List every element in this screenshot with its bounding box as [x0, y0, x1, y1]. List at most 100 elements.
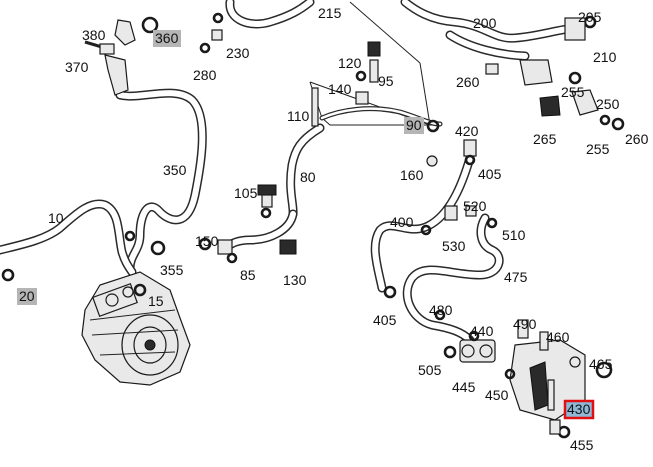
callout-80[interactable]: 80	[300, 169, 316, 185]
hose-350[interactable]	[115, 88, 207, 273]
callout-455[interactable]: 455	[570, 437, 594, 453]
callout-label[interactable]: 355	[160, 262, 184, 278]
valve-95[interactable]	[369, 59, 379, 83]
callout-label[interactable]: 400	[390, 214, 414, 230]
callout-label[interactable]: 260	[456, 74, 480, 90]
callout-label[interactable]: 520	[463, 198, 487, 214]
callout-475[interactable]: 475	[504, 269, 528, 285]
sensor-265[interactable]	[539, 95, 561, 117]
valve-block-445[interactable]	[459, 339, 496, 363]
callout-230[interactable]: 230	[226, 45, 250, 61]
o-ring-140[interactable]	[355, 70, 367, 82]
callout-445[interactable]: 445	[452, 379, 476, 395]
o-ring-15[interactable]	[133, 283, 147, 297]
callout-label[interactable]: 80	[300, 169, 316, 185]
valve-370[interactable]	[84, 40, 115, 55]
sensor-120[interactable]	[367, 41, 381, 57]
o-ring-150[interactable]	[198, 237, 212, 251]
callout-440[interactable]: 440	[470, 323, 494, 339]
callout-label[interactable]: 105	[234, 185, 258, 201]
callout-400[interactable]: 400	[390, 214, 414, 230]
fitting-260[interactable]	[485, 63, 499, 75]
callout-label[interactable]: 265	[533, 131, 557, 147]
callout-label[interactable]: 95	[378, 73, 394, 89]
fitting-455[interactable]	[549, 419, 561, 435]
callout-355[interactable]: 355	[160, 262, 184, 278]
o-ring-85[interactable]	[226, 252, 238, 264]
callout-label[interactable]: 405	[478, 166, 502, 182]
callout-label[interactable]: 255	[561, 84, 585, 100]
callout-label[interactable]: 210	[593, 49, 617, 65]
o-ring-510[interactable]	[486, 217, 498, 229]
callout-110[interactable]: 110	[287, 108, 310, 124]
callout-350[interactable]: 350	[163, 162, 187, 178]
callout-label[interactable]: 130	[283, 272, 307, 288]
callout-label[interactable]: 505	[418, 362, 442, 378]
callout-label[interactable]: 445	[452, 379, 476, 395]
callout-label[interactable]: 440	[470, 323, 494, 339]
callout-label[interactable]: 15	[148, 293, 164, 309]
callout-255[interactable]: 255	[561, 84, 585, 100]
callout-140[interactable]: 140	[328, 81, 352, 97]
callout-465[interactable]: 465	[589, 356, 613, 372]
callout-label[interactable]: 490	[513, 316, 537, 332]
callout-label[interactable]: 230	[226, 45, 250, 61]
clamp-530[interactable]	[444, 205, 458, 221]
hose-200[interactable]	[400, 0, 580, 61]
o-ring-400[interactable]	[420, 224, 432, 236]
callout-260[interactable]: 260	[625, 131, 649, 147]
callout-label[interactable]: 140	[328, 81, 352, 97]
callout-480[interactable]: 480	[429, 302, 453, 318]
callout-405[interactable]: 405	[373, 312, 397, 328]
o-ring-255b[interactable]	[599, 114, 611, 126]
o-ring-280[interactable]	[199, 42, 211, 54]
clip-520[interactable]	[465, 205, 477, 217]
callout-90[interactable]: 90	[404, 117, 424, 134]
callout-520[interactable]: 520	[463, 198, 487, 214]
callout-200[interactable]: 200	[473, 15, 497, 31]
clip-230[interactable]	[211, 29, 223, 41]
fitting-380[interactable]	[114, 19, 136, 46]
callout-label[interactable]: 110	[287, 108, 310, 124]
callout-420[interactable]: 420	[455, 123, 479, 139]
callout-530[interactable]: 530	[442, 238, 466, 254]
callout-260[interactable]: 260	[456, 74, 480, 90]
callout-210[interactable]: 210	[593, 49, 617, 65]
o-ring-450[interactable]	[504, 368, 516, 380]
fitting-205[interactable]	[564, 17, 586, 41]
callout-255[interactable]: 255	[586, 141, 610, 157]
sensor-130[interactable]	[279, 239, 297, 255]
callout-label[interactable]: 405	[373, 312, 397, 328]
callout-430[interactable]: 430	[563, 399, 595, 420]
callout-360[interactable]: 360	[153, 30, 181, 47]
fitting-110[interactable]	[355, 91, 369, 105]
o-ring-440[interactable]	[468, 330, 480, 342]
o-ring-405b[interactable]	[383, 285, 397, 299]
callout-280[interactable]: 280	[193, 67, 217, 83]
o-ring-105[interactable]	[260, 207, 272, 219]
callout-label[interactable]: 85	[240, 267, 256, 283]
callout-130[interactable]: 130	[283, 272, 307, 288]
callout-10[interactable]: 10	[48, 210, 64, 226]
o-ring-480[interactable]	[434, 309, 446, 321]
callout-105[interactable]: 105	[234, 185, 258, 201]
callout-15[interactable]: 15	[148, 293, 164, 309]
bolt-460[interactable]	[539, 331, 549, 351]
callout-label[interactable]: 370	[65, 59, 89, 75]
callout-label[interactable]: 430	[567, 401, 591, 417]
nut-160[interactable]	[426, 155, 438, 167]
o-ring-215[interactable]	[212, 12, 224, 24]
callout-label[interactable]: 420	[455, 123, 479, 139]
callout-label[interactable]: 475	[504, 269, 528, 285]
callout-label[interactable]: 480	[429, 302, 453, 318]
valve-255[interactable]	[519, 59, 582, 86]
callout-label[interactable]: 250	[596, 96, 620, 112]
valve-250[interactable]	[571, 89, 599, 116]
callout-370[interactable]: 370	[65, 59, 89, 75]
callout-160[interactable]: 160	[400, 167, 424, 183]
o-ring-505[interactable]	[443, 345, 457, 359]
valve-150[interactable]	[217, 239, 233, 255]
callout-505[interactable]: 505	[418, 362, 442, 378]
callout-label[interactable]: 460	[546, 329, 570, 345]
line-475[interactable]	[402, 213, 504, 345]
